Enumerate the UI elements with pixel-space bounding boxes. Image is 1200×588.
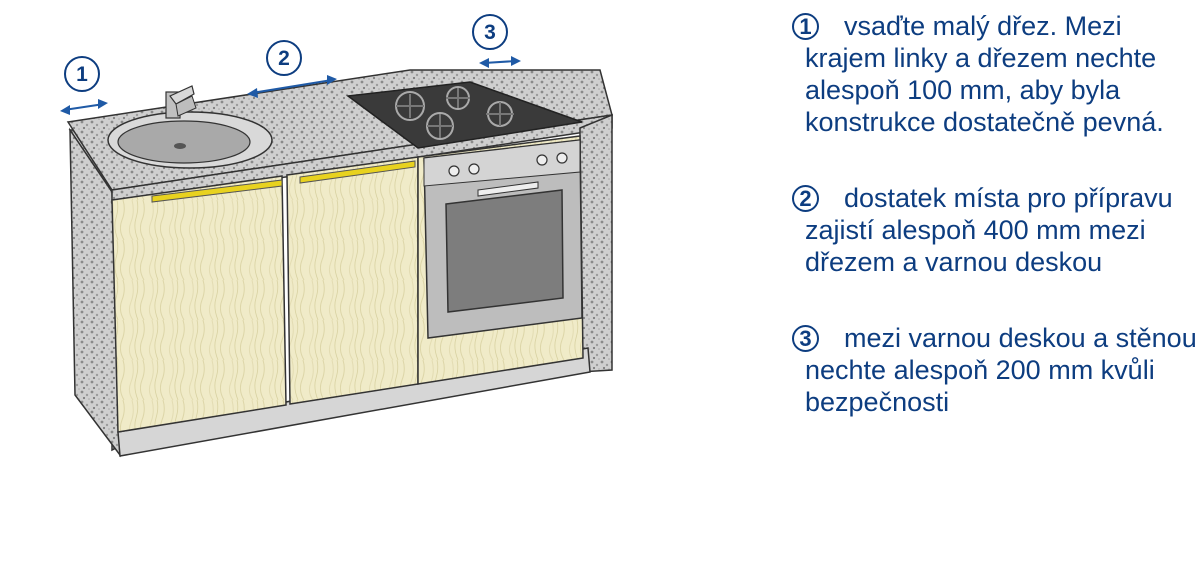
note-1: 1 vsaďte malý dřez. Mezi krajem linky a … [792, 10, 1197, 138]
marker-3: 3 [472, 14, 521, 68]
double-arrow-icon [479, 56, 521, 68]
note-2-text: dostatek místa pro přípravu zajistí ales… [805, 183, 1173, 277]
double-arrow-icon [247, 75, 337, 98]
kitchen-unit [66, 69, 613, 458]
marker-2-label: 2 [278, 47, 290, 70]
note-2-badge: 2 [792, 185, 819, 212]
faucet-icon [165, 85, 197, 119]
hob [346, 81, 583, 149]
marker-1-label: 1 [76, 63, 88, 86]
notes-list: 1 vsaďte malý dřez. Mezi krajem linky a … [792, 10, 1197, 418]
marker-1: 1 [60, 56, 108, 115]
door-handle-middle [299, 160, 416, 184]
note-1-badge: 1 [792, 13, 819, 40]
note-3-badge: 3 [792, 325, 819, 352]
cabinet-door-middle [286, 156, 419, 405]
right-side-panel [579, 113, 613, 373]
note-2: 2 dostatek místa pro přípravu zajistí al… [792, 182, 1197, 278]
note-3-text: mezi varnou deskou a stěnou nechte alesp… [805, 323, 1197, 417]
double-arrow-icon [60, 99, 108, 115]
marker-2: 2 [247, 40, 337, 98]
marker-3-label: 3 [484, 21, 496, 44]
note-3: 3 mezi varnou deskou a stěnou nechte ale… [792, 322, 1197, 418]
oven-window [445, 189, 564, 313]
note-1-text: vsaďte malý dřez. Mezi krajem linky a dř… [805, 11, 1164, 137]
cabinet-door-left [111, 175, 287, 433]
door-handle-left [151, 179, 283, 203]
sink [107, 111, 273, 169]
kitchen-diagram: 1 2 3 [60, 14, 613, 458]
oven [423, 139, 583, 339]
